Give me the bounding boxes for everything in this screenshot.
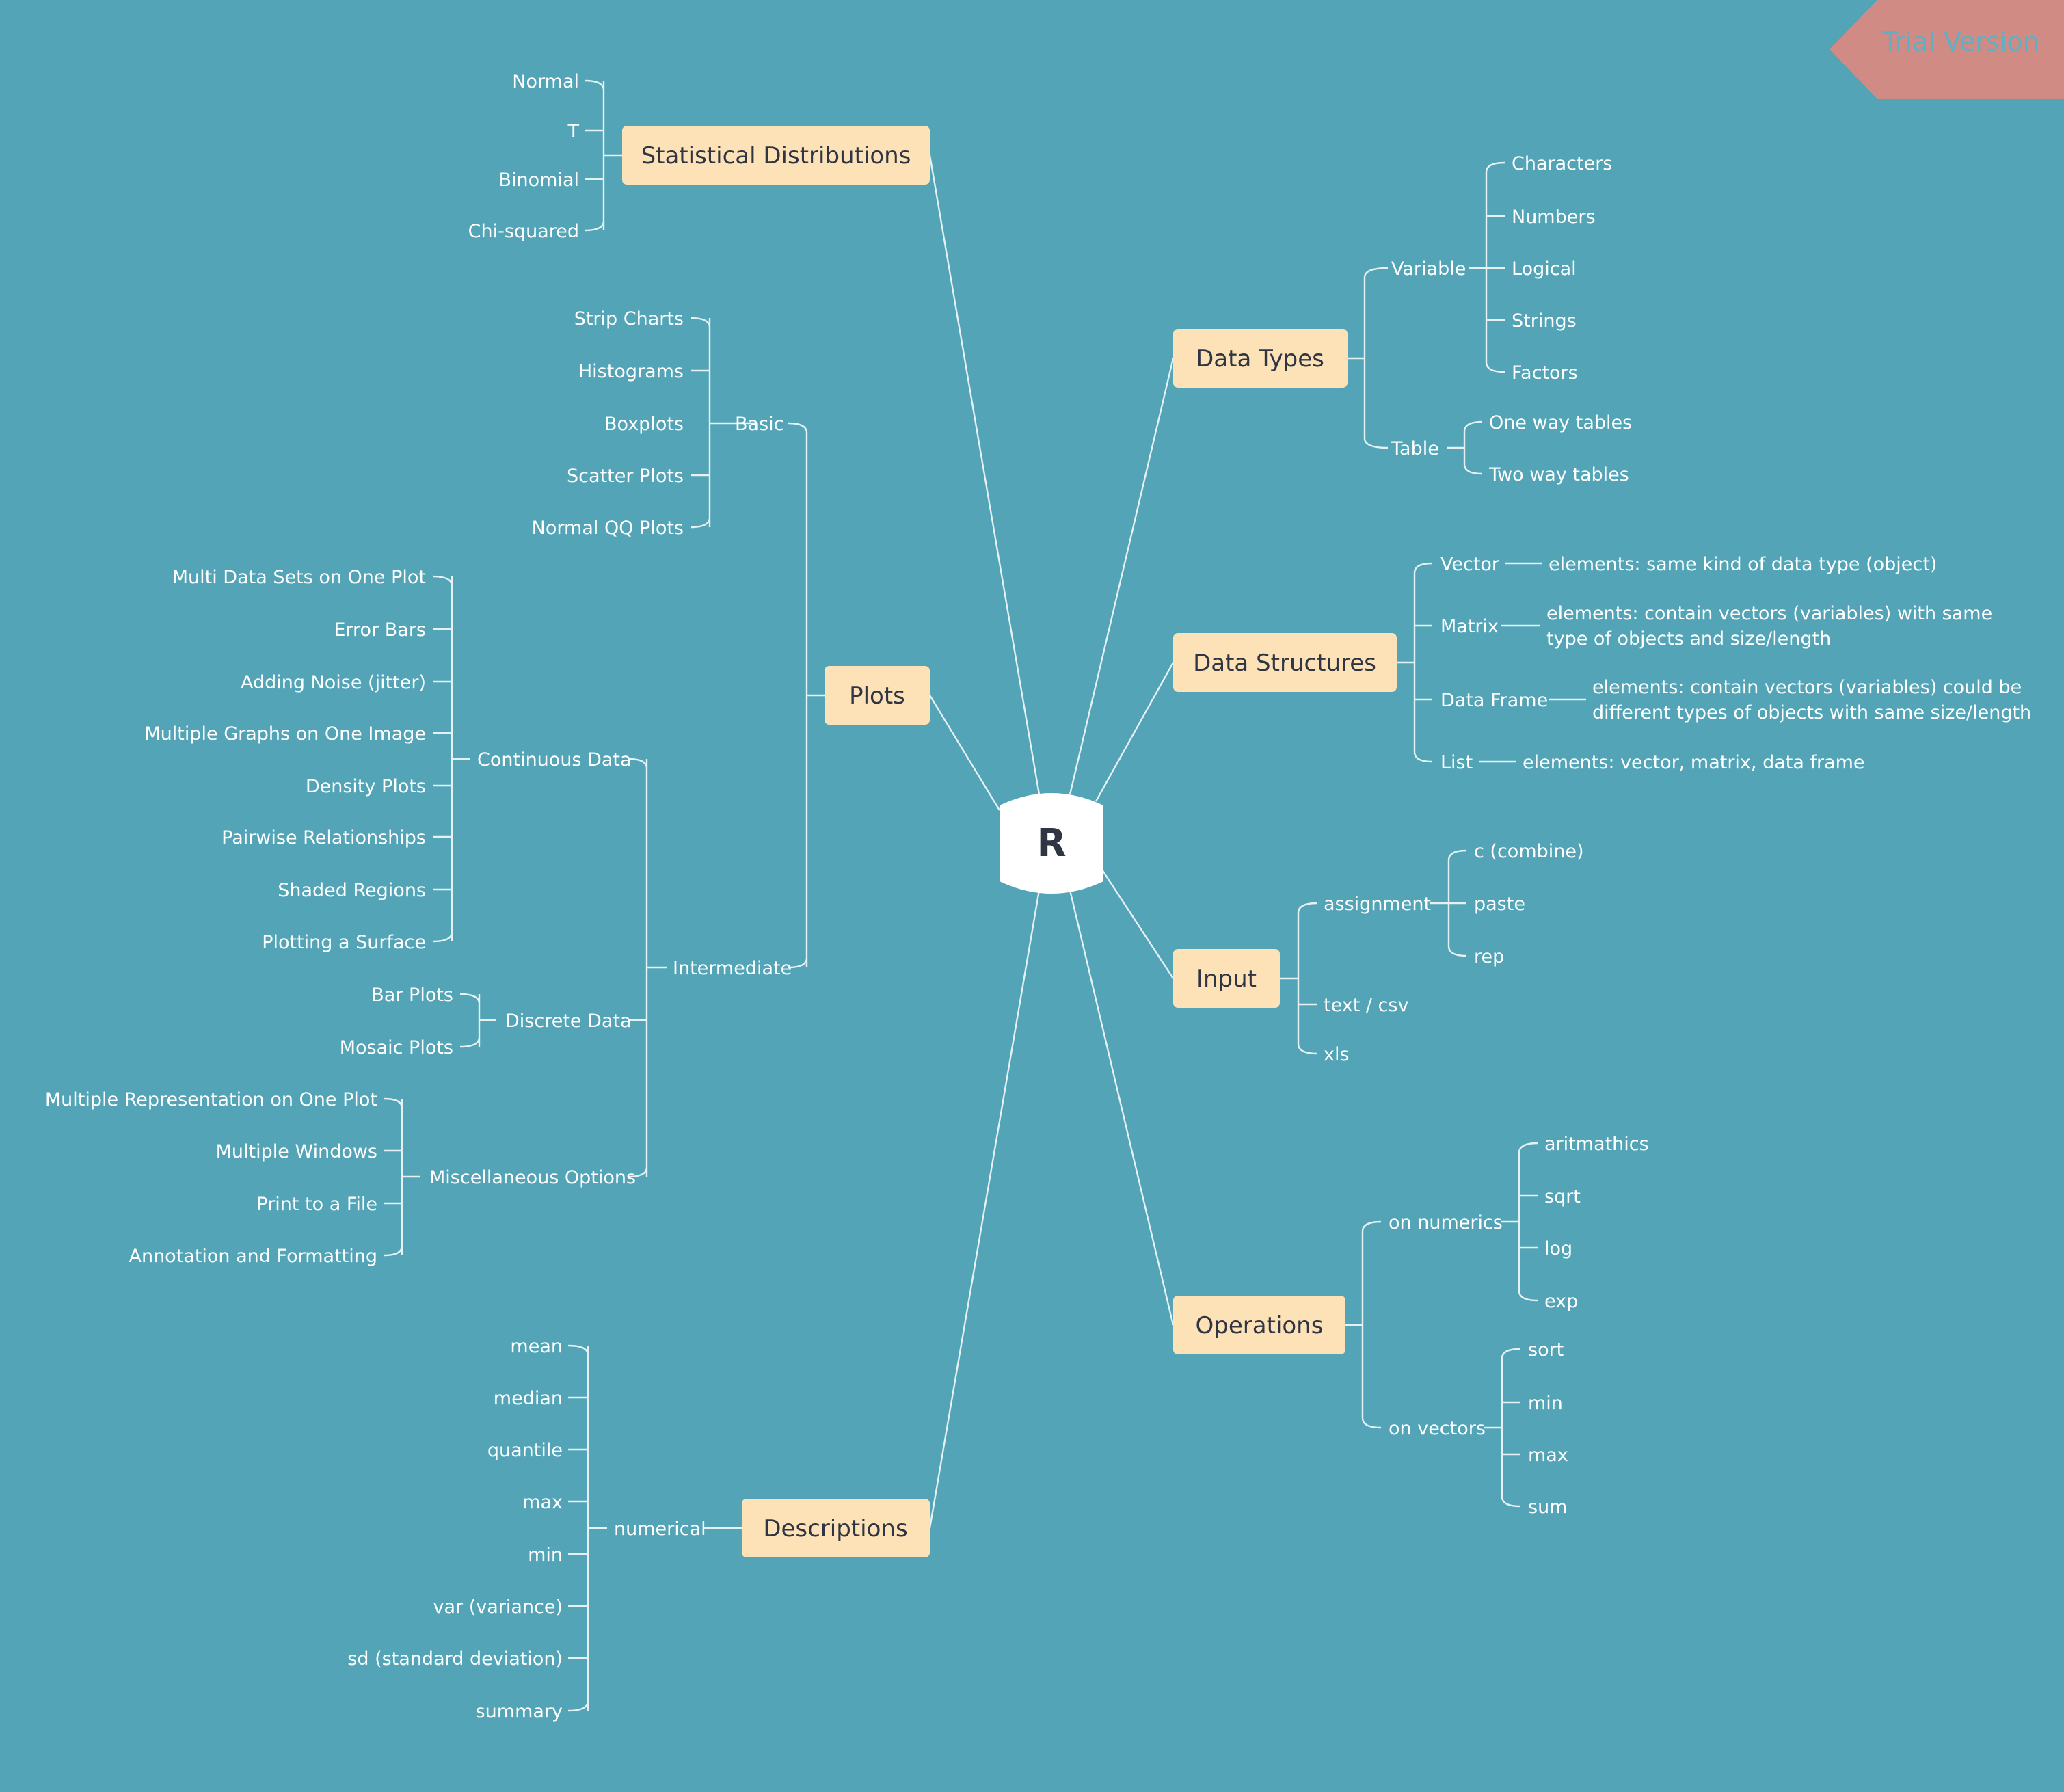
subtopic-text-csv[interactable]: text / csv <box>1324 995 1408 1016</box>
subtopic-paste[interactable]: paste <box>1474 894 1525 915</box>
subtopic-mosaic-plots[interactable]: Mosaic Plots <box>340 1037 453 1058</box>
subtopic-miscellaneous-options[interactable]: Miscellaneous Options <box>429 1167 636 1188</box>
subtopic-error-bars[interactable]: Error Bars <box>334 619 426 641</box>
subtopic-mean[interactable]: mean <box>510 1336 563 1357</box>
subtopic-quantile[interactable]: quantile <box>487 1440 563 1461</box>
subtopic-intermediate[interactable]: Intermediate <box>673 958 792 979</box>
subtopic-min[interactable]: min <box>528 1544 563 1566</box>
detail-vector: elements: same kind of data type (object… <box>1549 554 1937 575</box>
subtopic-multiple-windows[interactable]: Multiple Windows <box>216 1141 377 1162</box>
subtopic-adding-noise[interactable]: Adding Noise (jitter) <box>241 672 426 693</box>
subtopic-exp[interactable]: exp <box>1544 1291 1578 1312</box>
detail-matrix-line1: elements: contain vectors (variables) wi… <box>1546 603 1992 624</box>
subtopic-matrix[interactable]: Matrix <box>1440 616 1499 637</box>
topic-label: Descriptions <box>763 1515 907 1542</box>
subtopic-numerical[interactable]: numerical <box>614 1519 706 1540</box>
detail-matrix-line2: type of objects and size/length <box>1546 628 1831 650</box>
subtopic-xls[interactable]: xls <box>1324 1044 1350 1065</box>
subtopic-vector[interactable]: Vector <box>1440 554 1500 575</box>
topic-data-types[interactable]: Data Types <box>1173 329 1348 388</box>
subtopic-sort[interactable]: sort <box>1528 1339 1564 1361</box>
topic-label: Data Structures <box>1193 650 1376 677</box>
subtopic-normal[interactable]: Normal <box>512 71 579 92</box>
subtopic-aritmathics[interactable]: aritmathics <box>1544 1134 1649 1155</box>
subtopic-variable[interactable]: Variable <box>1391 258 1466 280</box>
topic-data-structures[interactable]: Data Structures <box>1173 633 1397 692</box>
subtopic-median[interactable]: median <box>494 1388 563 1409</box>
trial-watermark: Trial Version <box>1830 0 2064 99</box>
subtopic-log[interactable]: log <box>1544 1238 1572 1259</box>
subtopic-summary[interactable]: summary <box>476 1701 563 1722</box>
subtopic-var[interactable]: var (variance) <box>433 1596 563 1618</box>
subtopic-multiple-representation[interactable]: Multiple Representation on One Plot <box>45 1089 377 1110</box>
subtopic-data-frame[interactable]: Data Frame <box>1440 690 1548 711</box>
subtopic-chi-squared[interactable]: Chi-squared <box>468 221 579 242</box>
main-connectors <box>928 155 1175 1529</box>
subtopic-strings[interactable]: Strings <box>1512 310 1577 332</box>
subtopic-bar-plots[interactable]: Bar Plots <box>371 985 453 1006</box>
subtopic-continuous-data[interactable]: Continuous Data <box>477 749 632 771</box>
subtopic-plotting-a-surface[interactable]: Plotting a Surface <box>262 932 426 953</box>
subtopic-boxplots[interactable]: Boxplots <box>604 414 684 435</box>
subtopic-scatter-plots[interactable]: Scatter Plots <box>567 466 684 487</box>
topic-descriptions[interactable]: Descriptions <box>742 1499 930 1557</box>
subtopic-max-vec[interactable]: max <box>1528 1445 1568 1466</box>
left-labels: Normal T Binomial Chi-squared Strip Char… <box>45 71 684 1722</box>
subtopic-on-vectors[interactable]: on vectors <box>1389 1418 1486 1439</box>
topic-label: Data Types <box>1196 345 1324 373</box>
subtopic-multi-data-sets[interactable]: Multi Data Sets on One Plot <box>172 567 426 588</box>
subtopic-assignment[interactable]: assignment <box>1324 894 1431 915</box>
subtopic-logical[interactable]: Logical <box>1512 258 1577 280</box>
trial-watermark-title: Trial Version <box>1881 27 2039 57</box>
subtopic-normal-qq-plots[interactable]: Normal QQ Plots <box>532 518 684 539</box>
subtopic-max[interactable]: max <box>522 1492 563 1513</box>
subtopic-t[interactable]: T <box>567 121 580 142</box>
subtopic-rep[interactable]: rep <box>1474 946 1504 967</box>
topic-statistical-distributions[interactable]: Statistical Distributions <box>622 126 930 185</box>
subtopic-sum[interactable]: sum <box>1528 1497 1567 1518</box>
topic-label: Statistical Distributions <box>641 142 911 170</box>
subtopic-factors[interactable]: Factors <box>1512 362 1578 384</box>
subtopic-numbers[interactable]: Numbers <box>1512 206 1596 228</box>
subtopic-discrete-data[interactable]: Discrete Data <box>505 1011 632 1032</box>
topic-operations[interactable]: Operations <box>1173 1296 1345 1354</box>
subtopic-min-vec[interactable]: min <box>1528 1393 1563 1414</box>
subtopic-binomial[interactable]: Binomial <box>498 170 579 191</box>
subtopic-strip-charts[interactable]: Strip Charts <box>574 308 684 330</box>
central-node-label: R <box>1036 821 1066 866</box>
detail-data-frame-line2: different types of objects with same siz… <box>1592 702 2031 723</box>
subtopic-table[interactable]: Table <box>1391 438 1439 459</box>
right-labels: Variable Characters Numbers Logical Stri… <box>1324 153 2031 1518</box>
topic-label: Plots <box>849 682 905 710</box>
subtopic-list[interactable]: List <box>1440 752 1473 773</box>
left-mid-labels: Basic Intermediate Continuous Data Discr… <box>429 414 792 1540</box>
subtopic-c-combine[interactable]: c (combine) <box>1474 841 1584 862</box>
topic-label: Operations <box>1196 1312 1324 1339</box>
topic-plots[interactable]: Plots <box>825 666 930 725</box>
subtopic-histograms[interactable]: Histograms <box>578 361 684 382</box>
subtopic-two-way-tables[interactable]: Two way tables <box>1488 464 1629 485</box>
subtopic-density-plots[interactable]: Density Plots <box>306 776 426 797</box>
subtopic-basic[interactable]: Basic <box>735 414 783 435</box>
subtopic-multiple-graphs[interactable]: Multiple Graphs on One Image <box>144 723 426 745</box>
subtopic-print-to-a-file[interactable]: Print to a File <box>256 1194 377 1215</box>
subtopic-sd[interactable]: sd (standard deviation) <box>347 1648 563 1670</box>
subtopic-annotation-formatting[interactable]: Annotation and Formatting <box>129 1246 377 1267</box>
central-node[interactable]: R <box>1000 793 1103 894</box>
subtopic-one-way-tables[interactable]: One way tables <box>1489 412 1632 433</box>
subtopic-characters[interactable]: Characters <box>1512 153 1612 174</box>
topic-input[interactable]: Input <box>1173 949 1280 1008</box>
subtopic-sqrt[interactable]: sqrt <box>1544 1186 1581 1207</box>
detail-list: elements: vector, matrix, data frame <box>1523 752 1865 773</box>
topic-label: Input <box>1196 965 1257 993</box>
subtopic-shaded-regions[interactable]: Shaded Regions <box>278 880 426 901</box>
branch-connectors <box>384 79 1586 1712</box>
subtopic-pairwise-relationships[interactable]: Pairwise Relationships <box>222 827 426 848</box>
detail-data-frame-line1: elements: contain vectors (variables) co… <box>1592 677 2022 698</box>
subtopic-on-numerics[interactable]: on numerics <box>1389 1212 1503 1233</box>
